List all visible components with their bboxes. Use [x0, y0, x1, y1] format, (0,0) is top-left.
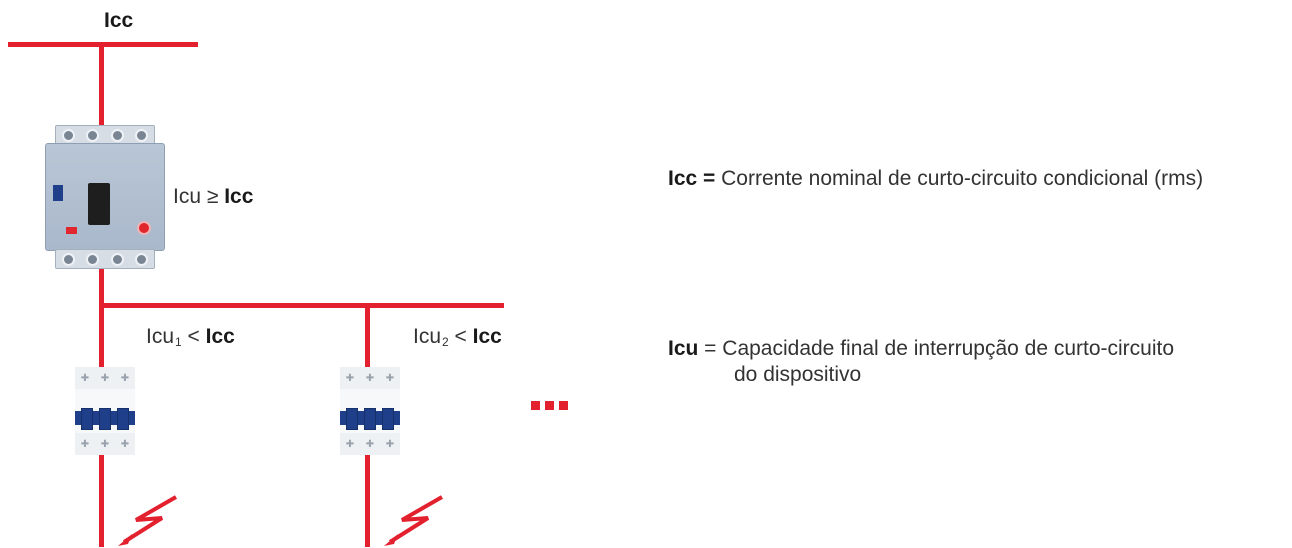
breaker-bottom-terminals [55, 249, 155, 269]
fault-lightning-icon [118, 495, 177, 546]
icu-definition: Icu = Capacidade final de interrupção de… [668, 336, 1174, 388]
branch-2-lower-conductor [365, 455, 370, 547]
continuation-dots-icon [531, 401, 568, 410]
miniature-breaker-icon: ✚✚✚ ✚✚✚ [340, 367, 400, 455]
breaker-top-terminals [55, 125, 155, 145]
source-current-label: Icc [104, 9, 134, 32]
icu-term: Icu [668, 337, 699, 360]
brand-logo-mark [53, 185, 63, 201]
main-breaker-rating-label: Icu ≥ Icc [173, 185, 254, 208]
miniature-breaker-icon: ✚✚✚ ✚✚✚ [75, 367, 135, 455]
icu-description-line2: do dispositivo [734, 363, 862, 386]
branch-2-upper-conductor [365, 303, 370, 368]
icc-definition: Icc = Corrente nominal de curto-circuito… [668, 166, 1203, 192]
breaker-test-button [137, 221, 151, 235]
fault-lightning-icon [384, 495, 443, 546]
branch-1-upper-conductor [99, 303, 104, 368]
breaker-handle [88, 183, 110, 225]
icu-description-line1: = Capacidade final de interrupção de cur… [698, 337, 1175, 360]
branch-1-rating-label: Icu1 < Icc [146, 325, 235, 349]
distribution-busbar [99, 303, 504, 308]
icc-term: Icc = [668, 167, 716, 190]
breaker-trip-tag [66, 227, 77, 234]
source-feeder [99, 42, 104, 128]
main-to-bus-feeder [99, 262, 104, 308]
molded-case-breaker-icon [37, 123, 171, 269]
icc-description: Corrente nominal de curto-circuito condi… [715, 167, 1204, 190]
branch-1-lower-conductor [99, 455, 104, 547]
branch-2-rating-label: Icu2 < Icc [413, 325, 502, 349]
